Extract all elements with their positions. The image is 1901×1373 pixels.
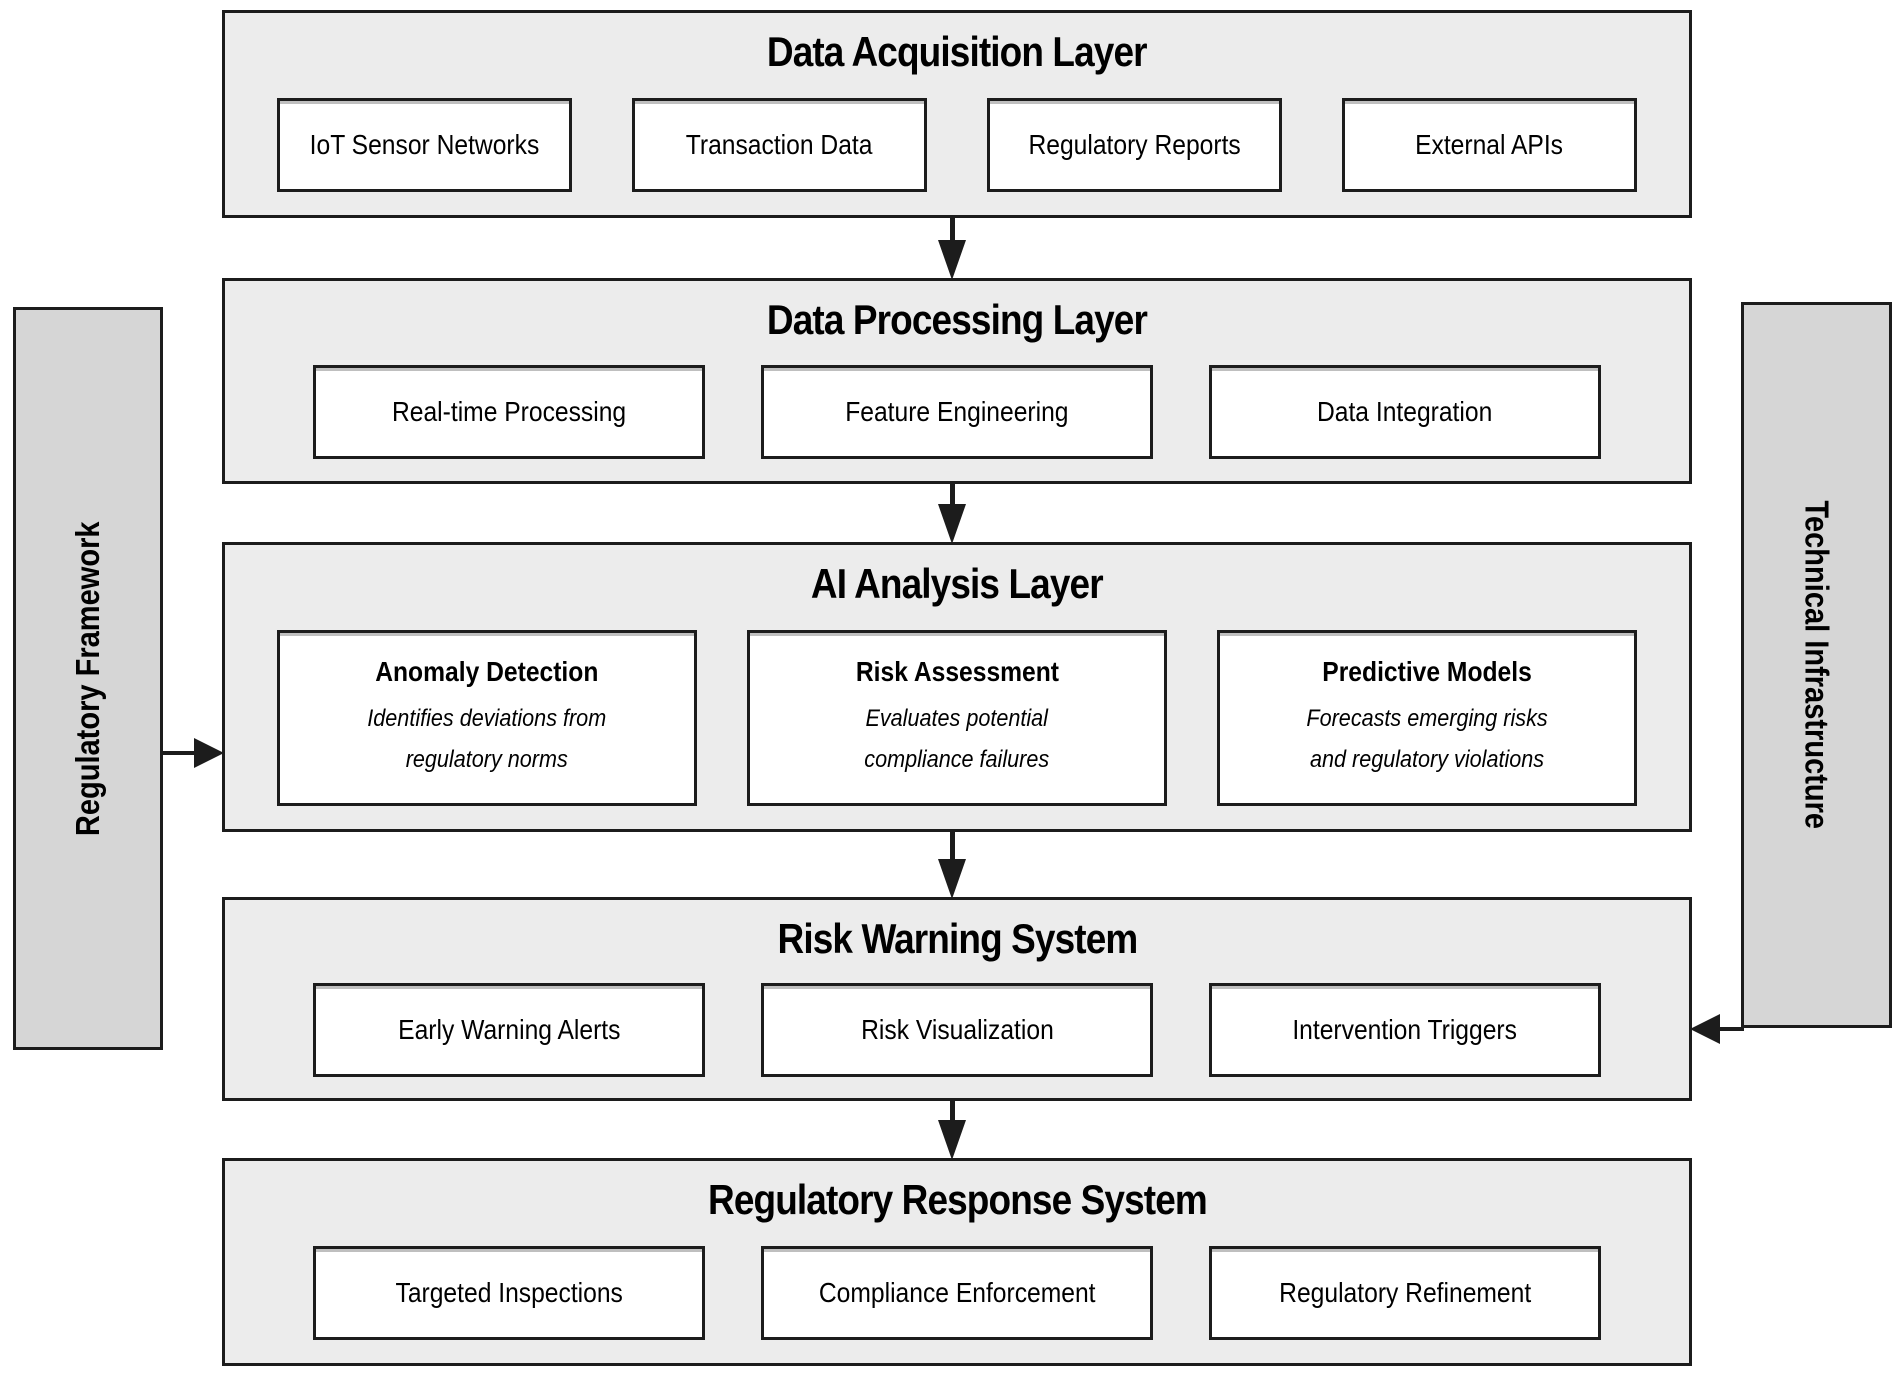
node-risk-assessment: Risk Assessment Evaluates potential comp… — [747, 630, 1167, 807]
node-description: Evaluates potential compliance failures — [864, 704, 1050, 774]
sidebar-technical-infrastructure-label: Technical Infrastructure — [1798, 500, 1836, 830]
node-title: Predictive Models — [1308, 656, 1546, 688]
node-label: Compliance Enforcement — [818, 1277, 1096, 1309]
node-title: Anomaly Detection — [360, 656, 614, 688]
arrow-down-icon — [938, 1101, 966, 1160]
arrow-head — [938, 859, 966, 899]
layer-data-acquisition-title: Data Acquisition Layer — [225, 28, 1689, 75]
arrow-head — [938, 240, 966, 280]
arrow-left-icon — [1690, 1013, 1744, 1045]
node-transaction-data: Transaction Data — [632, 98, 927, 193]
layer-title-text: Regulatory Response System — [707, 1176, 1208, 1223]
layer-title-text: Data Processing Layer — [766, 296, 1148, 343]
arrow-right-icon — [160, 737, 224, 769]
node-label: External APIs — [1415, 129, 1564, 161]
node-label: Real-time Processing — [391, 396, 627, 428]
layer-regulatory-response: Regulatory Response System Targeted Insp… — [222, 1158, 1692, 1366]
layer-title-text: Risk Warning System — [777, 915, 1138, 962]
node-risk-visualization: Risk Visualization — [761, 983, 1153, 1078]
layer-risk-warning: Risk Warning System Early Warning Alerts… — [222, 897, 1692, 1101]
sidebar-regulatory-framework: Regulatory Framework — [13, 307, 163, 1050]
layer-data-processing-title: Data Processing Layer — [225, 296, 1689, 343]
arrow-down-icon — [938, 484, 966, 544]
arrow-line — [949, 484, 955, 504]
arrow-down-icon — [938, 832, 966, 899]
node-feature-engineering: Feature Engineering — [761, 365, 1153, 460]
node-real-time-processing: Real-time Processing — [313, 365, 705, 460]
node-title: Risk Assessment — [842, 656, 1073, 688]
node-external-apis: External APIs — [1342, 98, 1637, 193]
node-label: Feature Engineering — [845, 396, 1069, 428]
layer-title-text: Data Acquisition Layer — [767, 28, 1148, 75]
node-label: Risk Visualization — [860, 1014, 1054, 1046]
layer-regulatory-response-row: Targeted Inspections Compliance Enforcem… — [225, 1223, 1689, 1363]
arrow-line — [949, 832, 955, 859]
arrow-line — [1720, 1027, 1744, 1031]
node-description: Forecasts emerging risks and regulatory … — [1306, 704, 1548, 774]
node-label: Targeted Inspections — [395, 1277, 623, 1309]
node-iot-sensor-networks: IoT Sensor Networks — [277, 98, 572, 193]
arrow-line — [949, 218, 955, 240]
node-label: Early Warning Alerts — [397, 1014, 621, 1046]
node-label: Regulatory Reports — [1028, 129, 1241, 161]
layer-title-text: AI Analysis Layer — [811, 560, 1104, 607]
arrow-head — [938, 1120, 966, 1160]
node-targeted-inspections: Targeted Inspections — [313, 1246, 705, 1341]
arrow-head — [938, 504, 966, 544]
node-predictive-models: Predictive Models Forecasts emerging ris… — [1217, 630, 1637, 807]
node-label: Data Integration — [1317, 396, 1493, 428]
layer-data-processing: Data Processing Layer Real-time Processi… — [222, 278, 1692, 484]
layer-data-acquisition: Data Acquisition Layer IoT Sensor Networ… — [222, 10, 1692, 218]
arrow-head — [1690, 1014, 1720, 1044]
layer-ai-analysis-row: Anomaly Detection Identifies deviations … — [225, 607, 1689, 829]
layer-risk-warning-title: Risk Warning System — [225, 915, 1689, 962]
node-label: IoT Sensor Networks — [309, 129, 540, 161]
layer-data-acquisition-row: IoT Sensor Networks Transaction Data Reg… — [225, 75, 1689, 215]
node-data-integration: Data Integration — [1209, 365, 1601, 460]
node-label: Intervention Triggers — [1292, 1014, 1518, 1046]
layer-risk-warning-row: Early Warning Alerts Risk Visualization … — [225, 962, 1689, 1098]
node-intervention-triggers: Intervention Triggers — [1209, 983, 1601, 1078]
node-title-text: Risk Assessment — [855, 655, 1059, 687]
arrow-line — [160, 751, 194, 755]
node-description: Identifies deviations from regulatory no… — [367, 704, 607, 774]
node-label: Regulatory Refinement — [1278, 1277, 1532, 1309]
node-regulatory-reports: Regulatory Reports — [987, 98, 1282, 193]
sidebar-regulatory-framework-label: Regulatory Framework — [69, 521, 106, 836]
node-label: Transaction Data — [686, 129, 873, 161]
arrow-down-icon — [938, 218, 966, 280]
node-early-warning-alerts: Early Warning Alerts — [313, 983, 705, 1078]
node-anomaly-detection: Anomaly Detection Identifies deviations … — [277, 630, 697, 807]
arrow-head — [194, 738, 224, 768]
arrow-line — [949, 1101, 955, 1120]
node-title-text: Anomaly Detection — [375, 655, 599, 687]
layer-ai-analysis-title: AI Analysis Layer — [225, 560, 1689, 607]
node-compliance-enforcement: Compliance Enforcement — [761, 1246, 1153, 1341]
node-regulatory-refinement: Regulatory Refinement — [1209, 1246, 1601, 1341]
sidebar-technical-infrastructure: Technical Infrastructure — [1741, 302, 1892, 1028]
layer-regulatory-response-title: Regulatory Response System — [225, 1176, 1689, 1223]
layer-data-processing-row: Real-time Processing Feature Engineering… — [225, 343, 1689, 481]
layer-ai-analysis: AI Analysis Layer Anomaly Detection Iden… — [222, 542, 1692, 832]
node-title-text: Predictive Models — [1322, 655, 1532, 687]
